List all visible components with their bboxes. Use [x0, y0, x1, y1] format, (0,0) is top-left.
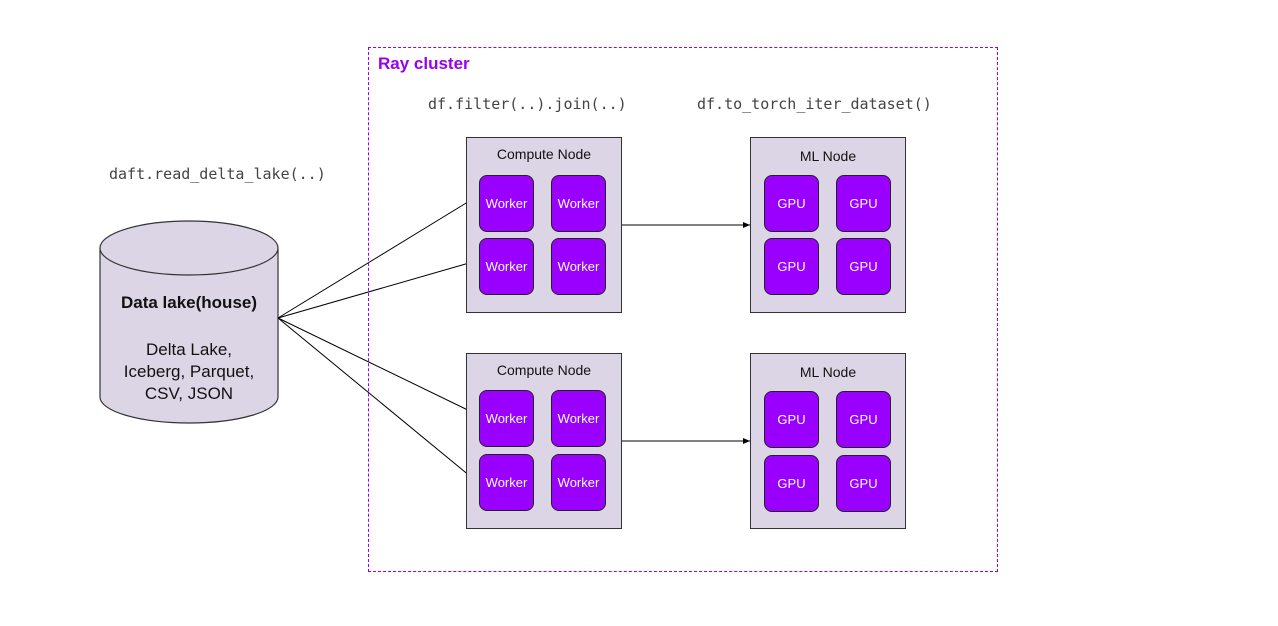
compute-node-2: Compute Node Worker Worker Worker Worker	[466, 353, 622, 529]
gpu-box: GPU	[764, 391, 819, 448]
gpu-box: GPU	[836, 455, 891, 512]
worker-box: Worker	[479, 390, 534, 447]
arrow-db-to-worker-3	[277, 317, 477, 415]
gpu-box: GPU	[764, 238, 819, 295]
code-filter-join: df.filter(..).join(..)	[428, 95, 627, 113]
ml-node-1: ML Node GPU GPU GPU GPU	[750, 137, 906, 313]
format-line: CSV, JSON	[144, 384, 234, 403]
worker-box: Worker	[551, 390, 606, 447]
compute-node-1: Compute Node Worker Worker Worker Worker	[466, 137, 622, 313]
gpu-box: GPU	[764, 175, 819, 232]
worker-box: Worker	[551, 238, 606, 295]
gpu-box: GPU	[764, 455, 819, 512]
data-lake-cylinder	[99, 220, 279, 424]
ray-cluster-boundary	[368, 47, 998, 572]
ray-cluster-title: Ray cluster	[378, 54, 470, 73]
format-line: Delta Lake,	[146, 340, 232, 359]
compute-node-title: Compute Node	[496, 146, 592, 162]
code-to-torch-iter-dataset: df.to_torch_iter_dataset()	[697, 95, 932, 113]
ml-node-title: ML Node	[799, 148, 857, 164]
code-read-delta-lake: daft.read_delta_lake(..)	[109, 165, 326, 183]
gpu-box: GPU	[836, 238, 891, 295]
gpu-box: GPU	[836, 175, 891, 232]
arrow-db-to-worker-1	[277, 196, 477, 319]
data-lake-title: Data lake(house)	[120, 293, 258, 312]
gpu-box: GPU	[836, 391, 891, 448]
data-lake-formats: Delta Lake, Iceberg, Parquet, CSV, JSON	[100, 339, 278, 405]
worker-box: Worker	[551, 454, 606, 511]
ml-node-2: ML Node GPU GPU GPU GPU	[750, 353, 906, 529]
worker-box: Worker	[551, 175, 606, 232]
worker-box: Worker	[479, 175, 534, 232]
worker-box: Worker	[479, 238, 534, 295]
compute-node-title: Compute Node	[496, 362, 592, 378]
ml-node-title: ML Node	[799, 364, 857, 380]
worker-box: Worker	[479, 454, 534, 511]
arrow-db-to-worker-4	[277, 317, 477, 482]
arrow-db-to-worker-2	[277, 260, 477, 319]
format-line: Iceberg, Parquet,	[123, 362, 255, 381]
